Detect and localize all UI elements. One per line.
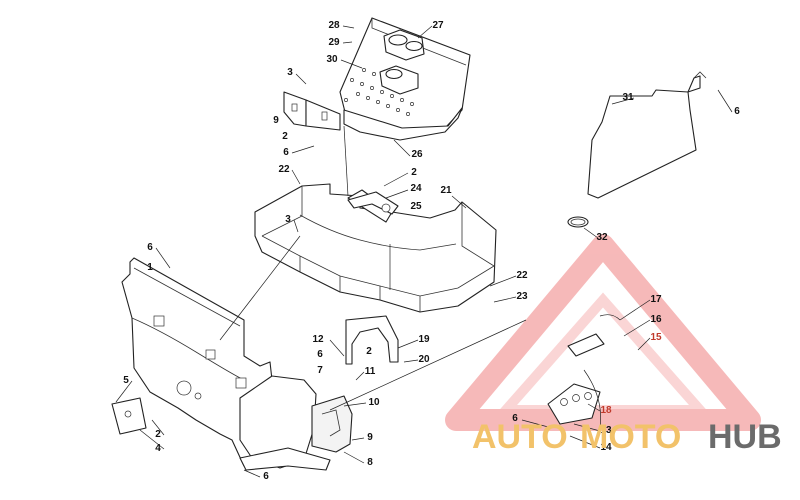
callout-c9a: 9 [273, 115, 279, 126]
callout-c32: 32 [596, 232, 608, 243]
callout-c14: 14 [600, 442, 612, 453]
callout-c2c: 2 [366, 346, 372, 357]
callout-c6a: 6 [283, 147, 289, 158]
callout-c22a: 22 [278, 164, 290, 175]
callout-c6b: 6 [734, 106, 740, 117]
callout-c15: 15 [650, 332, 662, 343]
callout-c6d: 6 [317, 349, 323, 360]
callout-c1: 1 [147, 262, 153, 273]
watermark-hub: HUB [708, 418, 782, 456]
callout-c31: 31 [622, 92, 634, 103]
callout-c2d: 2 [155, 429, 161, 440]
callout-c26: 26 [411, 149, 423, 160]
callout-c23: 23 [516, 291, 528, 302]
callout-c25: 25 [410, 201, 422, 212]
small-bracket-4 [111, 397, 147, 435]
leader-lines [115, 25, 733, 478]
callout-c19: 19 [418, 334, 430, 345]
watermark-moto: MOTO [580, 418, 681, 456]
floor-mat [567, 71, 707, 228]
callout-c21: 21 [440, 185, 452, 196]
callout-c5: 5 [123, 375, 129, 386]
callout-c3a: 3 [287, 67, 293, 78]
callout-c3b: 3 [285, 214, 291, 225]
callout-c7: 7 [317, 365, 323, 376]
callout-c2a: 2 [282, 131, 288, 142]
callout-c11: 11 [365, 366, 376, 377]
callout-c18: 18 [600, 405, 612, 416]
callout-c13: 13 [600, 425, 612, 436]
tray-bracket [283, 91, 341, 131]
callout-c17: 17 [650, 294, 662, 305]
callout-c10: 10 [368, 397, 380, 408]
callout-c6f: 6 [263, 471, 269, 482]
callout-c9b: 9 [367, 432, 373, 443]
callout-c6e: 6 [512, 413, 518, 424]
callout-c2b: 2 [411, 167, 417, 178]
callout-c8: 8 [367, 457, 373, 468]
callout-c6c: 6 [147, 242, 153, 253]
callout-c28a: 28 [328, 20, 340, 31]
watermark-auto: AUTO [472, 418, 568, 456]
callout-c29: 29 [328, 37, 340, 48]
callout-c22b: 22 [516, 270, 528, 281]
callout-c4: 4 [155, 443, 161, 454]
watermark-text: AUTO MOTO HUB [472, 418, 782, 456]
callout-c20: 20 [418, 354, 430, 365]
switch-panel [547, 314, 621, 429]
callout-c16: 16 [650, 314, 662, 325]
lower-console [239, 375, 353, 471]
bracket-19 [345, 315, 399, 365]
callout-c27: 27 [432, 20, 444, 31]
upper-console-tray [339, 17, 471, 141]
watermark-logo [445, 234, 761, 431]
callout-c24: 24 [410, 183, 422, 194]
center-bracket [347, 191, 399, 215]
callout-c12: 12 [312, 334, 324, 345]
callout-c30: 30 [326, 54, 338, 65]
